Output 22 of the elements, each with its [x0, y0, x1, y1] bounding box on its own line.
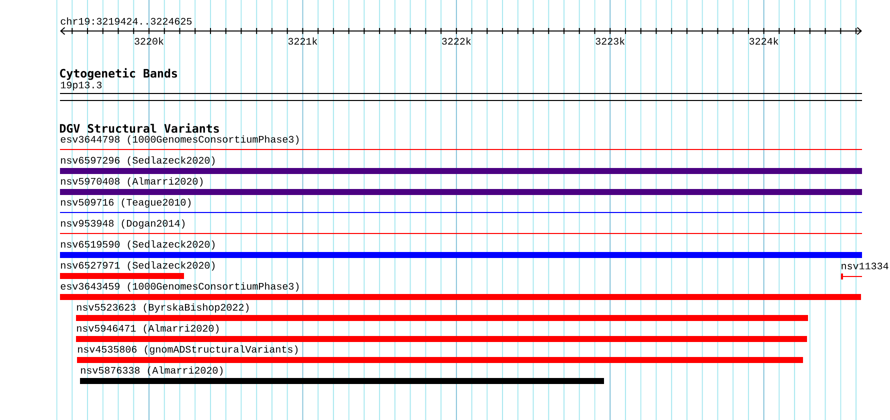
variant-feature: nsv5523623 (ByrskaBishop2022) — [76, 303, 808, 321]
tick-label: 3224k — [749, 37, 778, 45]
variant-feature: nsv6519590 (Sedlazeck2020) — [60, 240, 862, 258]
variant-feature: nsv5876338 (Almarri2020) — [80, 366, 604, 384]
variant-feature: nsv4535806 (gnomADStructuralVariants) — [77, 345, 804, 363]
variant-feature: esv3643459 (1000GenomesConsortiumPhase3) — [60, 282, 862, 300]
variant-feature: nsv6527971 (Sedlazeck2020) — [60, 261, 215, 279]
tick-label: 3221k — [288, 37, 318, 45]
variant-feature: nsv509716 (Teague2010) — [60, 198, 863, 213]
variant-feature: nsv5946471 (Almarri2020) — [76, 324, 808, 342]
tick-label: 3222k — [442, 37, 471, 45]
tick-label: 3223k — [596, 37, 625, 45]
variant-feature: nsv953948 (Dogan2014) — [60, 219, 863, 234]
variant-feature: nsv5970408 (Almarri2020) — [60, 177, 862, 195]
coordinate-label: chr19:3219424..3224625 — [60, 17, 192, 25]
variant-feature: nsv11334 — [840, 262, 888, 280]
track-heading: DGV Structural Variants — [60, 123, 219, 133]
tick-label: 3220k — [134, 37, 164, 45]
band-label: 19p13.3 — [60, 82, 102, 90]
track-heading: Cytogenetic Bands — [60, 68, 177, 80]
variant-feature: nsv6597296 (Sedlazeck2020) — [60, 156, 862, 174]
variant-feature: esv3644798 (1000GenomesConsortiumPhase3) — [60, 135, 863, 150]
